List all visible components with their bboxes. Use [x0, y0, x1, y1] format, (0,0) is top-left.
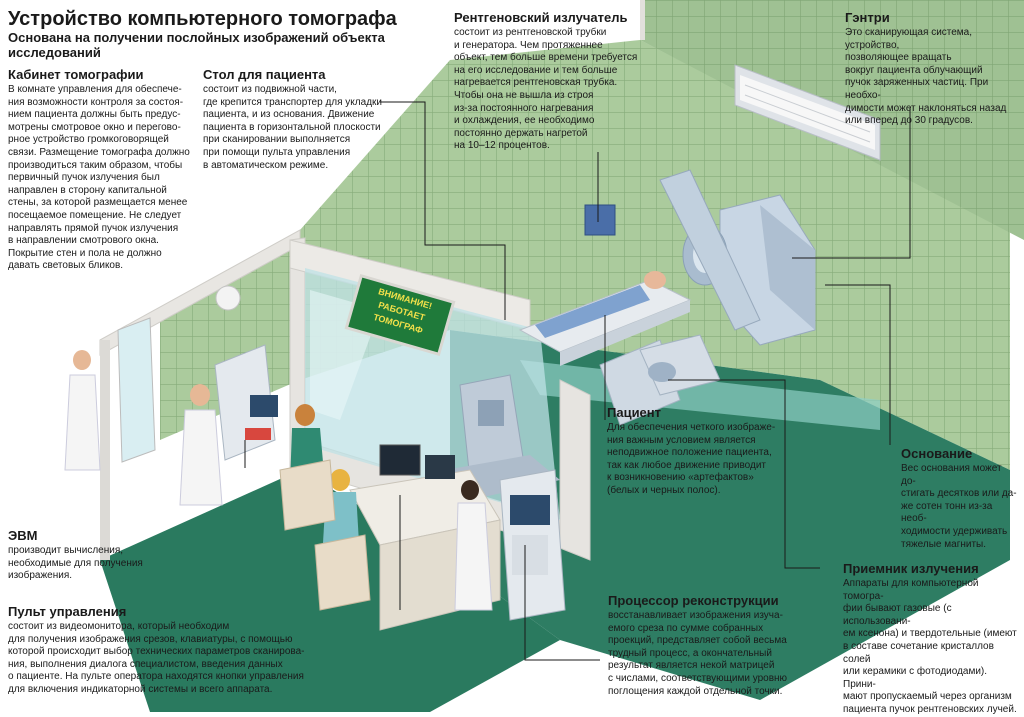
xray-title: Рентгеновский излучатель — [454, 10, 628, 25]
base-text: Вес основания может до- стигать десятков… — [901, 463, 1017, 550]
cabinet-text: В комнате управления для обеспече- ния в… — [8, 84, 190, 272]
evm-title: ЭВМ — [8, 528, 38, 543]
ceiling-lamp-illustration — [734, 64, 881, 161]
chair-1 — [279, 459, 336, 531]
page-subtitle: Основана на получении послойных изображе… — [8, 30, 385, 60]
base-title: Основание — [901, 446, 973, 461]
staff-figures-illustration — [64, 350, 493, 611]
warning-sign — [344, 273, 456, 357]
cabinet-title: Кабинет томографии — [8, 67, 144, 82]
processor-text: восстанавливает изображения изуча- емого… — [608, 610, 788, 697]
ct-gantry-illustration — [584, 169, 816, 346]
gantry-text: Это сканирующая система, устройство, поз… — [845, 27, 1007, 127]
console-text: состоит из видеомонитора, который необхо… — [8, 621, 305, 695]
wall-clock-icon — [215, 285, 241, 311]
patient-title: Пациент — [607, 405, 662, 420]
detector-title: Приемник излучения — [843, 561, 979, 576]
leader-lines — [244, 101, 911, 661]
xray-text: состоит из рентгеновской трубки и генера… — [454, 27, 638, 152]
evm-computer-illustration — [214, 344, 278, 461]
chair-2 — [314, 534, 371, 611]
processor-title: Процессор реконструкции — [608, 593, 779, 608]
table-title: Стол для пациента — [203, 67, 326, 82]
console-title: Пульт управления — [8, 604, 127, 619]
evm-text: производит вычисления, необходимые для п… — [8, 545, 143, 582]
operator-cabinet-illustration — [499, 469, 566, 621]
patient-text: Для обеспечения четкого изображе- ния ва… — [607, 422, 776, 496]
detector-text: Аппараты для компьютерной томогра- фии б… — [843, 578, 1017, 715]
page-title: Устройство компьютерного томографа — [8, 8, 397, 30]
table-text: состоит из подвижной части, где крепится… — [203, 84, 382, 171]
gantry-title: Гэнтри — [845, 10, 890, 25]
door-mirror — [117, 317, 156, 463]
